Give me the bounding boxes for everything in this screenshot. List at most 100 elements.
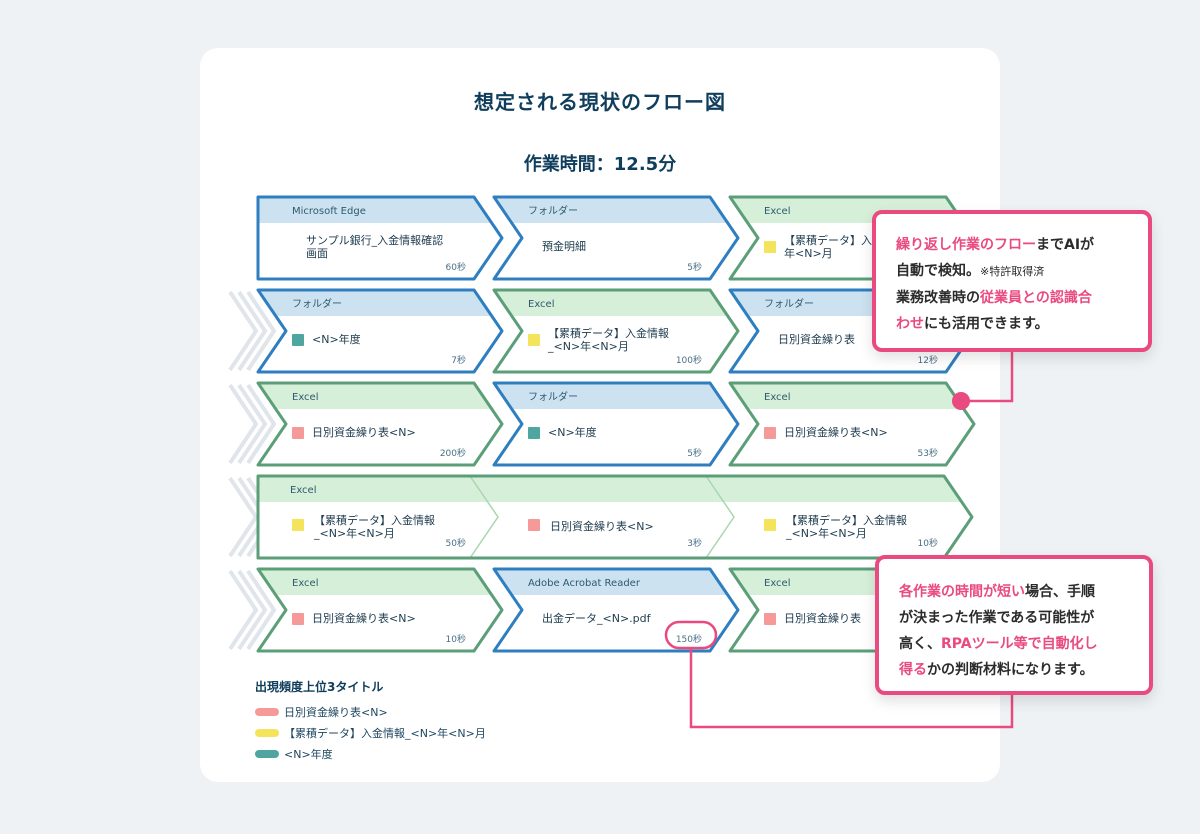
title-marker-teal bbox=[292, 334, 304, 346]
title-marker-teal bbox=[528, 427, 540, 439]
legend: 出現頻度上位3タイトル 日別資金繰り表<N> 【累積データ】入金情報_<N>年<… bbox=[255, 678, 486, 764]
step-label: 日別資金繰り表 bbox=[778, 332, 855, 346]
step-border bbox=[256, 567, 504, 653]
title-marker-pink bbox=[528, 519, 540, 531]
step-label: <N>年度 bbox=[548, 425, 597, 439]
step-border bbox=[492, 195, 740, 281]
step-time: 7秒 bbox=[451, 354, 466, 366]
flow-entry-arrow bbox=[246, 569, 277, 651]
flow-entry-arrow bbox=[246, 290, 277, 372]
legend-label: <N>年度 bbox=[284, 747, 333, 761]
title-marker-pink bbox=[292, 613, 304, 625]
step-app-name: Excel bbox=[292, 392, 319, 403]
callout-highlight: 繰り返し作業のフロー bbox=[896, 237, 1036, 253]
step-app-name: フォルダー bbox=[528, 390, 578, 403]
title-marker-yellow bbox=[764, 241, 776, 253]
step-label: _<N>年<N>月 bbox=[785, 526, 867, 540]
step-time: 5秒 bbox=[687, 261, 702, 273]
legend-item-yellow: 【累積データ】入金情報_<N>年<N>月 bbox=[255, 722, 486, 743]
step-border bbox=[256, 381, 504, 467]
callout-text: にも活用できます。 bbox=[924, 316, 1049, 332]
step-label: 日別資金繰り表<N> bbox=[784, 425, 888, 439]
step-header bbox=[494, 569, 738, 595]
step-label: _<N>年<N>月 bbox=[547, 339, 629, 353]
callout-ai-detection: 繰り返し作業のフローまでAIが 自動で検知。※特許取得済 業務改善時の従業員との… bbox=[872, 210, 1152, 352]
step-border bbox=[256, 195, 504, 281]
step-header bbox=[730, 383, 974, 409]
legend-swatch-teal bbox=[255, 749, 279, 758]
step-label: <N>年度 bbox=[312, 332, 361, 346]
step-label: 年<N>月 bbox=[784, 246, 833, 260]
callout-anchor-dot bbox=[952, 392, 970, 410]
step-header bbox=[258, 383, 502, 409]
step-label: 日別資金繰り表<N> bbox=[312, 611, 416, 625]
callout-connector bbox=[689, 648, 1014, 729]
callout-text: 場合、手順 bbox=[1025, 584, 1095, 600]
step-app-name: Excel bbox=[764, 206, 791, 217]
legend-title: 出現頻度上位3タイトル bbox=[255, 680, 384, 694]
callout-highlight: 従業員との認識合 bbox=[980, 290, 1092, 306]
step-time: 10秒 bbox=[446, 633, 466, 645]
step-time: 100秒 bbox=[676, 354, 702, 366]
step-app-name: Excel bbox=[290, 485, 317, 496]
callout-text: 高く、 bbox=[899, 636, 941, 652]
callout-highlight: 得る bbox=[899, 662, 927, 678]
excel-step-header bbox=[258, 476, 972, 502]
callout-connector bbox=[962, 352, 1014, 403]
legend-swatch-pink bbox=[255, 707, 279, 716]
step-time: 60秒 bbox=[446, 261, 466, 273]
step-app-name: フォルダー bbox=[292, 297, 342, 310]
legend-item-teal: <N>年度 bbox=[255, 743, 486, 764]
step-app-name: Excel bbox=[292, 578, 319, 589]
step-app-name: Adobe Acrobat Reader bbox=[528, 578, 641, 589]
flow-entry-arrow bbox=[237, 569, 268, 651]
flow-row: Excel日別資金繰り表<N>200秒フォルダー<N>年度5秒Excel日別資金… bbox=[256, 381, 976, 467]
step-label: 預金明細 bbox=[542, 239, 586, 253]
step-label: 【累積データ】入 bbox=[784, 233, 872, 247]
callout-task-time: 各作業の時間が短い場合、手順 が決まった作業である可能性が 高く、RPAツール等… bbox=[875, 555, 1153, 695]
step-time: 200秒 bbox=[440, 447, 466, 459]
step-divider bbox=[469, 475, 499, 559]
step-time: 3秒 bbox=[687, 537, 702, 549]
step-label: 日別資金繰り表<N> bbox=[312, 425, 416, 439]
callout-highlight: RPAツール等で自動化し bbox=[941, 636, 1098, 652]
flow-entry-arrow bbox=[228, 569, 259, 651]
legend-item-pink: 日別資金繰り表<N> bbox=[255, 701, 486, 722]
step-header bbox=[258, 290, 502, 316]
flow-entry-arrow bbox=[228, 290, 259, 372]
step-label: 【累積データ】入金情報 bbox=[548, 326, 669, 340]
flow-entry-arrow bbox=[237, 290, 268, 372]
step-label: 【累積データ】入金情報 bbox=[786, 513, 907, 527]
step-time: 50秒 bbox=[446, 537, 466, 549]
callout-text: が決まった作業である可能性が bbox=[899, 610, 1095, 626]
step-label: 日別資金繰り表<N> bbox=[550, 519, 654, 533]
flow-entry-arrow bbox=[228, 476, 259, 558]
step-app-name: Microsoft Edge bbox=[292, 206, 366, 217]
step-label: 画面 bbox=[306, 247, 328, 260]
step-border bbox=[256, 288, 504, 374]
step-app-name: フォルダー bbox=[528, 204, 578, 217]
step-label: サンプル銀行_入金情報確認 bbox=[306, 233, 443, 247]
callout-text: 自動で検知。 bbox=[896, 263, 980, 279]
flow-entry-arrow bbox=[228, 383, 259, 465]
flow-entry-arrow bbox=[246, 383, 277, 465]
title-marker-yellow bbox=[764, 519, 776, 531]
step-time: 10秒 bbox=[918, 537, 938, 549]
step-header bbox=[258, 569, 502, 595]
step-border bbox=[492, 567, 740, 653]
callout-highlight: 各作業の時間が短い bbox=[899, 584, 1025, 600]
step-time: 12秒 bbox=[918, 354, 938, 366]
step-label: 【累積データ】入金情報 bbox=[314, 513, 435, 527]
step-app-name: Excel bbox=[528, 299, 555, 310]
step-app-name: フォルダー bbox=[764, 297, 814, 310]
step-app-name: Excel bbox=[764, 578, 791, 589]
legend-label: 日別資金繰り表<N> bbox=[284, 705, 388, 719]
title-marker-yellow bbox=[528, 334, 540, 346]
callout-highlight: わせ bbox=[896, 316, 924, 332]
title-marker-pink bbox=[764, 613, 776, 625]
flow-row: Excel【累積データ】入金情報_<N>年<N>月50秒日別資金繰り表<N>3秒… bbox=[256, 474, 974, 560]
step-header bbox=[494, 290, 738, 316]
